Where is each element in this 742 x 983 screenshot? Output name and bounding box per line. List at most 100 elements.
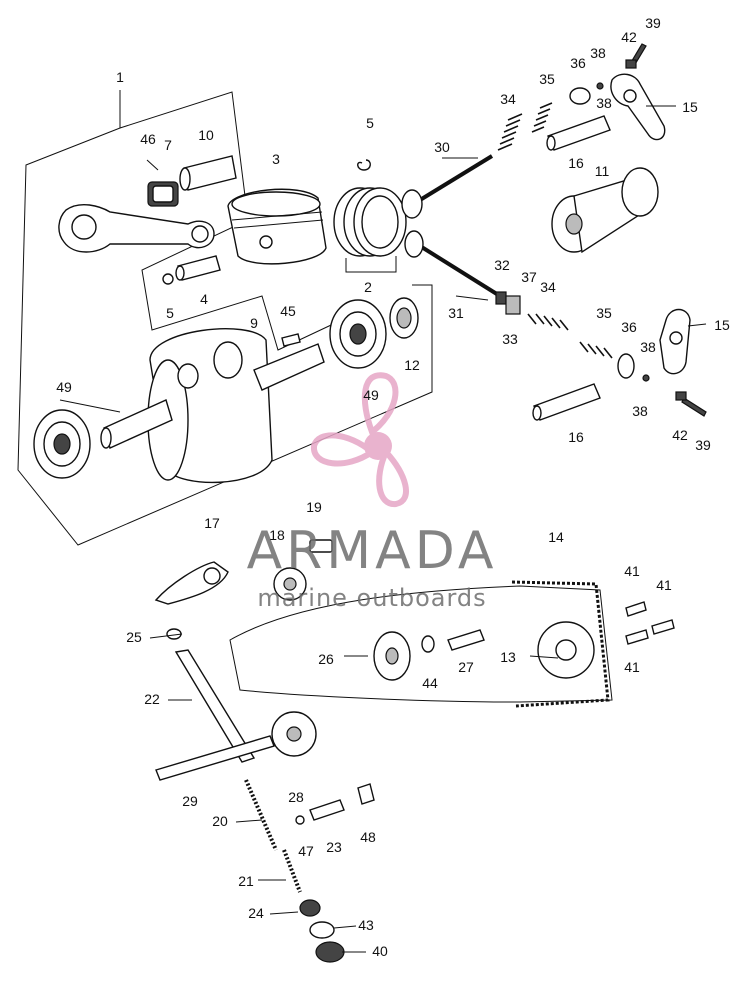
callout-31: 31 bbox=[448, 305, 464, 321]
piston bbox=[227, 188, 327, 265]
callout-49: 49 bbox=[56, 379, 72, 395]
cam-chain bbox=[229, 580, 613, 708]
cotters-38 bbox=[596, 82, 650, 382]
callout-27: 27 bbox=[458, 659, 474, 675]
valve-spring-lower bbox=[527, 313, 613, 359]
rocker-arm-upper bbox=[610, 73, 666, 141]
callout-18: 18 bbox=[269, 527, 285, 543]
sprocket-18 bbox=[273, 567, 307, 601]
bearing-49-right bbox=[329, 299, 387, 369]
connecting-rod bbox=[58, 203, 215, 253]
retainer-36-upper bbox=[569, 87, 591, 105]
callout-39: 39 bbox=[695, 437, 711, 453]
spring-21 bbox=[282, 849, 302, 893]
tensioner-rod-22 bbox=[166, 628, 256, 763]
circlip-5 bbox=[162, 159, 371, 285]
valve-seal bbox=[495, 291, 521, 315]
callout-5: 5 bbox=[166, 305, 174, 321]
callout-5: 5 bbox=[366, 115, 374, 131]
callout-11: 11 bbox=[595, 163, 610, 179]
sprocket-28 bbox=[271, 711, 317, 757]
callout-1: 1 bbox=[116, 69, 124, 85]
callout-23: 23 bbox=[326, 839, 342, 855]
callout-43: 43 bbox=[358, 917, 374, 933]
piston-pin bbox=[179, 155, 237, 191]
callout-41: 41 bbox=[656, 577, 672, 593]
small-parts-bottom bbox=[295, 783, 375, 963]
callout-3: 3 bbox=[272, 151, 280, 167]
callout-9: 9 bbox=[250, 315, 258, 331]
callout-16: 16 bbox=[568, 155, 584, 171]
crankshaft bbox=[100, 328, 325, 484]
adjuster-bolts bbox=[625, 43, 707, 417]
callout-2: 2 bbox=[364, 279, 372, 295]
callout-41: 41 bbox=[624, 659, 640, 675]
callout-35: 35 bbox=[596, 305, 612, 321]
watermark-brand: ARMADA bbox=[247, 521, 498, 581]
callout-38: 38 bbox=[590, 45, 606, 61]
bolt-23 bbox=[309, 799, 345, 821]
callout-12: 12 bbox=[404, 357, 420, 373]
callout-34: 34 bbox=[540, 279, 556, 295]
callout-32: 32 bbox=[494, 257, 510, 273]
cam-sprocket-13 bbox=[537, 621, 595, 679]
callout-46: 46 bbox=[140, 131, 156, 147]
rocker-shaft-16-lower bbox=[532, 383, 601, 421]
callout-42: 42 bbox=[672, 427, 688, 443]
exhaust-valve bbox=[404, 230, 502, 298]
callout-14: 14 bbox=[548, 529, 564, 545]
callout-38: 38 bbox=[640, 339, 656, 355]
bolts-41 bbox=[625, 601, 675, 645]
callout-36: 36 bbox=[570, 55, 586, 71]
callout-17: 17 bbox=[204, 515, 220, 531]
callout-labels: 1234557910111213141515161617181920212223… bbox=[56, 15, 730, 959]
callout-15: 15 bbox=[714, 317, 730, 333]
pushrod-29 bbox=[155, 735, 275, 781]
callout-13: 13 bbox=[500, 649, 516, 665]
callout-42: 42 bbox=[621, 29, 637, 45]
callout-41: 41 bbox=[624, 563, 640, 579]
watermark-tagline: marine outboards bbox=[257, 584, 486, 612]
woodruff-key bbox=[281, 333, 301, 347]
callout-49: 49 bbox=[363, 387, 379, 403]
callout-16: 16 bbox=[568, 429, 584, 445]
intake-valve bbox=[401, 154, 494, 219]
callout-30: 30 bbox=[434, 139, 450, 155]
callout-25: 25 bbox=[126, 629, 142, 645]
crank-assembly-outline bbox=[17, 90, 433, 546]
callout-47: 47 bbox=[298, 843, 314, 859]
piston-rings bbox=[333, 187, 407, 273]
callout-33: 33 bbox=[502, 331, 518, 347]
callout-21: 21 bbox=[238, 873, 254, 889]
sprocket-12 bbox=[389, 297, 419, 339]
callout-34: 34 bbox=[500, 91, 516, 107]
rocker-shaft-16-upper bbox=[546, 115, 611, 151]
washer-44 bbox=[421, 635, 435, 653]
valve-spring-upper bbox=[497, 102, 553, 151]
callout-10: 10 bbox=[198, 127, 214, 143]
callout-36: 36 bbox=[621, 319, 637, 335]
propeller-logo-icon bbox=[311, 372, 409, 507]
bolt-19 bbox=[309, 539, 333, 553]
callout-22: 22 bbox=[144, 691, 160, 707]
callout-19: 19 bbox=[306, 499, 322, 515]
pin-4 bbox=[175, 255, 221, 281]
roller-26 bbox=[373, 631, 411, 681]
rocker-arm-lower bbox=[659, 308, 691, 375]
callout-26: 26 bbox=[318, 651, 334, 667]
callout-28: 28 bbox=[288, 789, 304, 805]
camshaft bbox=[551, 167, 659, 254]
callout-38: 38 bbox=[596, 95, 612, 111]
tensioner-arm-17 bbox=[154, 561, 229, 605]
retainer-36-lower bbox=[617, 353, 635, 379]
bolt-27 bbox=[447, 629, 485, 651]
callout-7: 7 bbox=[164, 137, 172, 153]
callout-39: 39 bbox=[645, 15, 661, 31]
watermark: ARMADA marine outboards bbox=[247, 372, 498, 612]
callout-4: 4 bbox=[200, 291, 208, 307]
callout-44: 44 bbox=[422, 675, 438, 691]
callout-37: 37 bbox=[521, 269, 537, 285]
callout-40: 40 bbox=[372, 943, 388, 959]
spring-20 bbox=[244, 779, 278, 851]
